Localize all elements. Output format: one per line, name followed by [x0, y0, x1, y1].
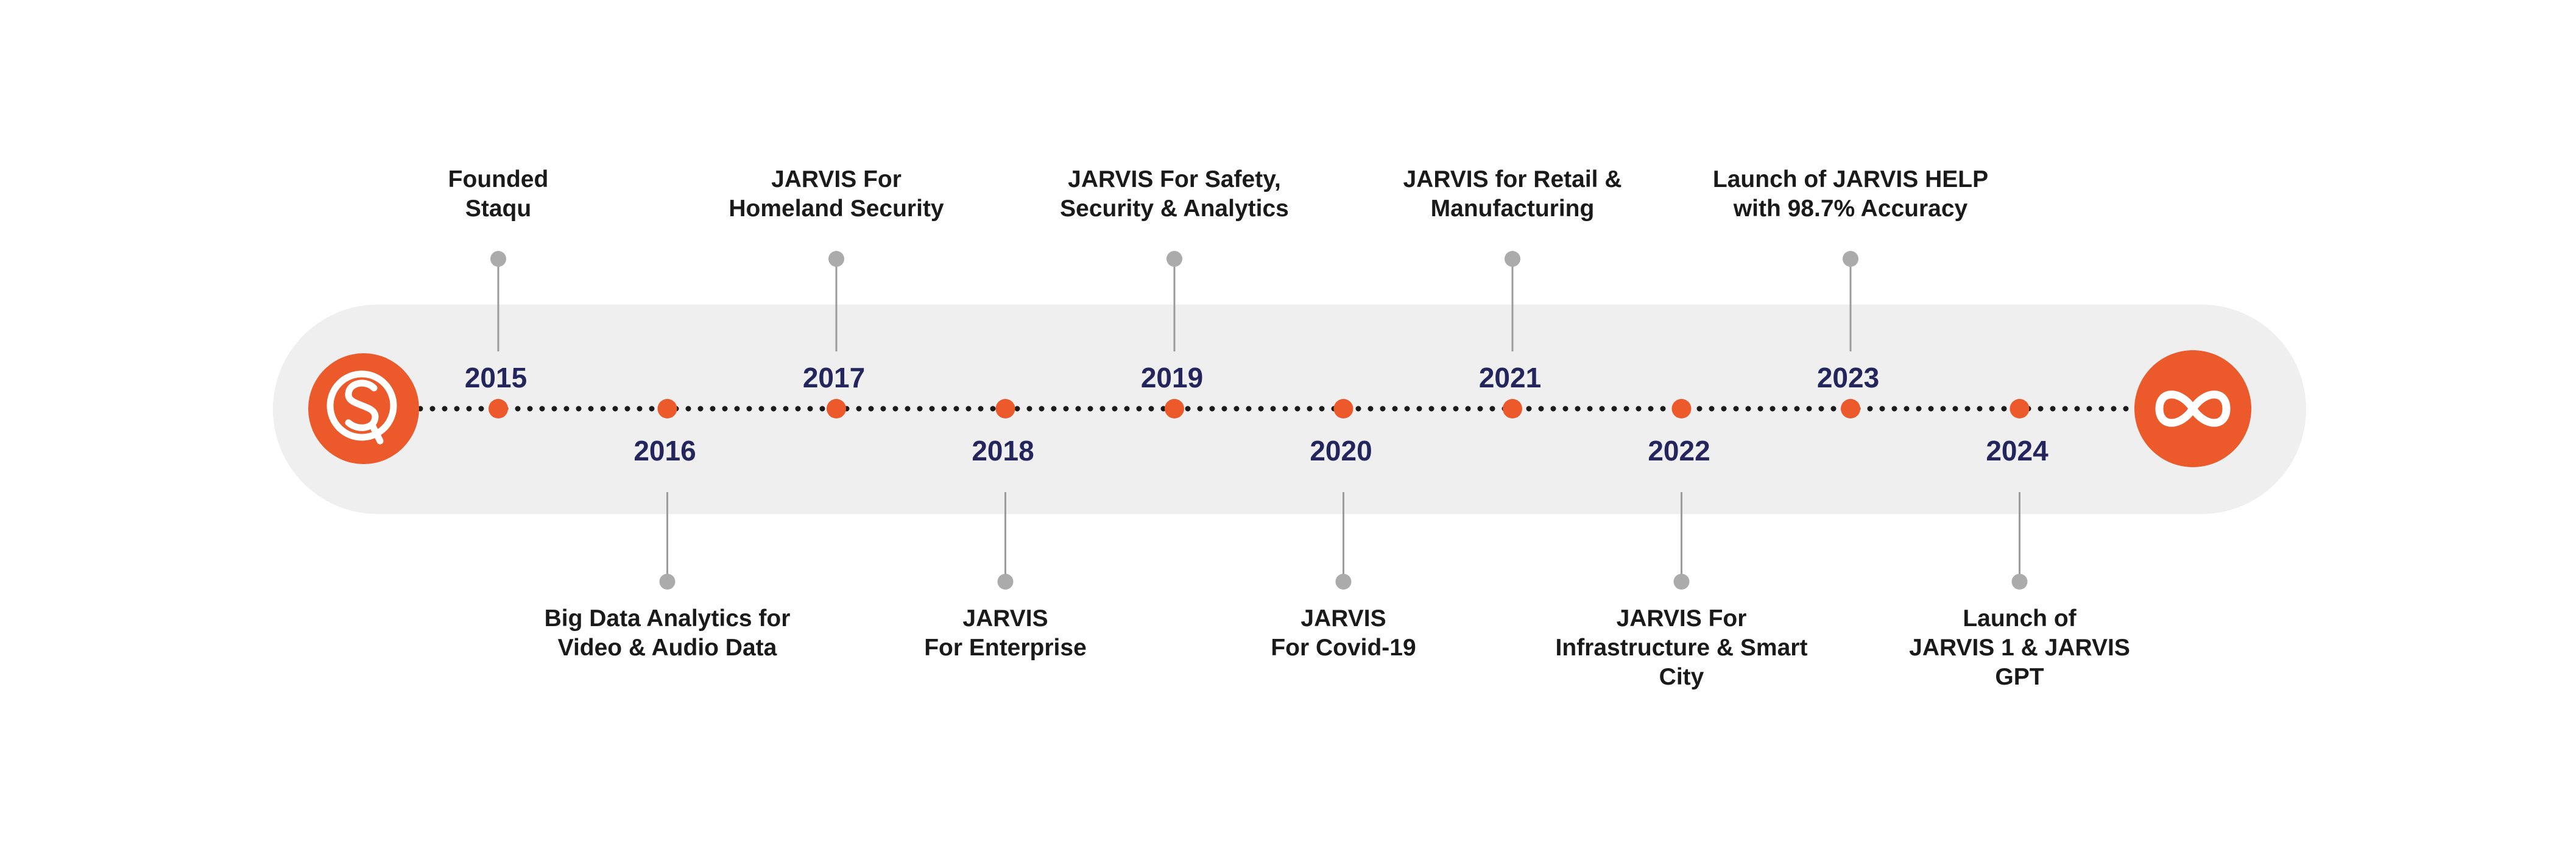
milestone-dot: [827, 399, 846, 418]
year-label: 2016: [633, 435, 696, 467]
milestone-dot: [1841, 399, 1860, 418]
event-label-line: For Enterprise: [924, 635, 1087, 661]
event-label-line: For Covid-19: [1271, 635, 1416, 661]
year-label: 2015: [465, 362, 527, 393]
milestone-marker: [1843, 251, 1858, 267]
staqu-logo-icon: [308, 353, 419, 464]
milestone-dot: [1671, 399, 1692, 418]
event-label-line: Staqu: [465, 196, 531, 222]
event-label-line: JARVIS For: [771, 166, 902, 192]
event-label-line: Launch of: [1963, 605, 2077, 632]
milestone-dot: [1165, 399, 1184, 418]
event-label-line: JARVIS For: [1617, 605, 1747, 632]
milestone-marker: [1673, 574, 1690, 590]
milestone-dot: [1503, 399, 1522, 418]
event-label-line: Big Data Analytics for: [545, 605, 791, 632]
milestone-2023: 2023 Launch of JARVIS HELP with 98.7% Accu…: [1713, 166, 1988, 418]
milestone-dot: [657, 399, 677, 418]
milestone-dot: [489, 399, 508, 418]
event-label-line: Founded: [448, 166, 549, 192]
event-label-line: Manufacturing: [1431, 196, 1595, 222]
event-label-line: Infrastructure & Smart: [1556, 635, 1808, 661]
infinity-icon: [2134, 350, 2251, 467]
milestone-marker: [659, 574, 676, 590]
timeline-band: [273, 305, 2306, 514]
year-label: 2023: [1817, 362, 1879, 393]
milestone-2019: 2019 JARVIS For Safety, Security & Analyti…: [1060, 166, 1289, 418]
milestone-marker: [828, 251, 844, 267]
year-label: 2019: [1141, 362, 1203, 393]
milestone-marker: [997, 574, 1014, 590]
milestone-marker: [490, 251, 506, 267]
year-label: 2024: [1986, 435, 2048, 467]
year-label: 2021: [1479, 362, 1541, 393]
milestone-marker: [1335, 574, 1352, 590]
event-label-line: City: [1659, 664, 1704, 690]
milestone-dot: [995, 399, 1015, 418]
event-label-line: JARVIS: [1300, 605, 1386, 632]
event-label-line: Video & Audio Data: [558, 635, 777, 661]
event-label-line: with 98.7% Accuracy: [1733, 196, 1968, 222]
milestone-marker: [1505, 251, 1520, 267]
milestone-marker: [2011, 574, 2028, 590]
event-label-line: JARVIS 1 & JARVIS: [1909, 635, 2130, 661]
milestone-dot: [2010, 399, 2030, 418]
event-label-line: Homeland Security: [729, 196, 944, 222]
event-label-line: JARVIS For Safety,: [1068, 166, 1281, 192]
event-label-line: JARVIS for Retail &: [1403, 166, 1621, 192]
event-label-line: GPT: [1995, 664, 2044, 690]
event-label-line: Launch of JARVIS HELP: [1713, 166, 1988, 192]
milestone-2021: 2021 JARVIS for Retail & Manufacturing: [1403, 166, 1622, 418]
event-label-line: JARVIS: [962, 605, 1048, 632]
event-label-line: Security & Analytics: [1060, 196, 1289, 222]
year-label: 2020: [1310, 435, 1372, 467]
milestone-marker: [1166, 251, 1182, 267]
year-label: 2022: [1648, 435, 1710, 467]
year-label: 2017: [803, 362, 865, 393]
milestone-dot: [1333, 399, 1353, 418]
year-label: 2018: [972, 435, 1034, 467]
